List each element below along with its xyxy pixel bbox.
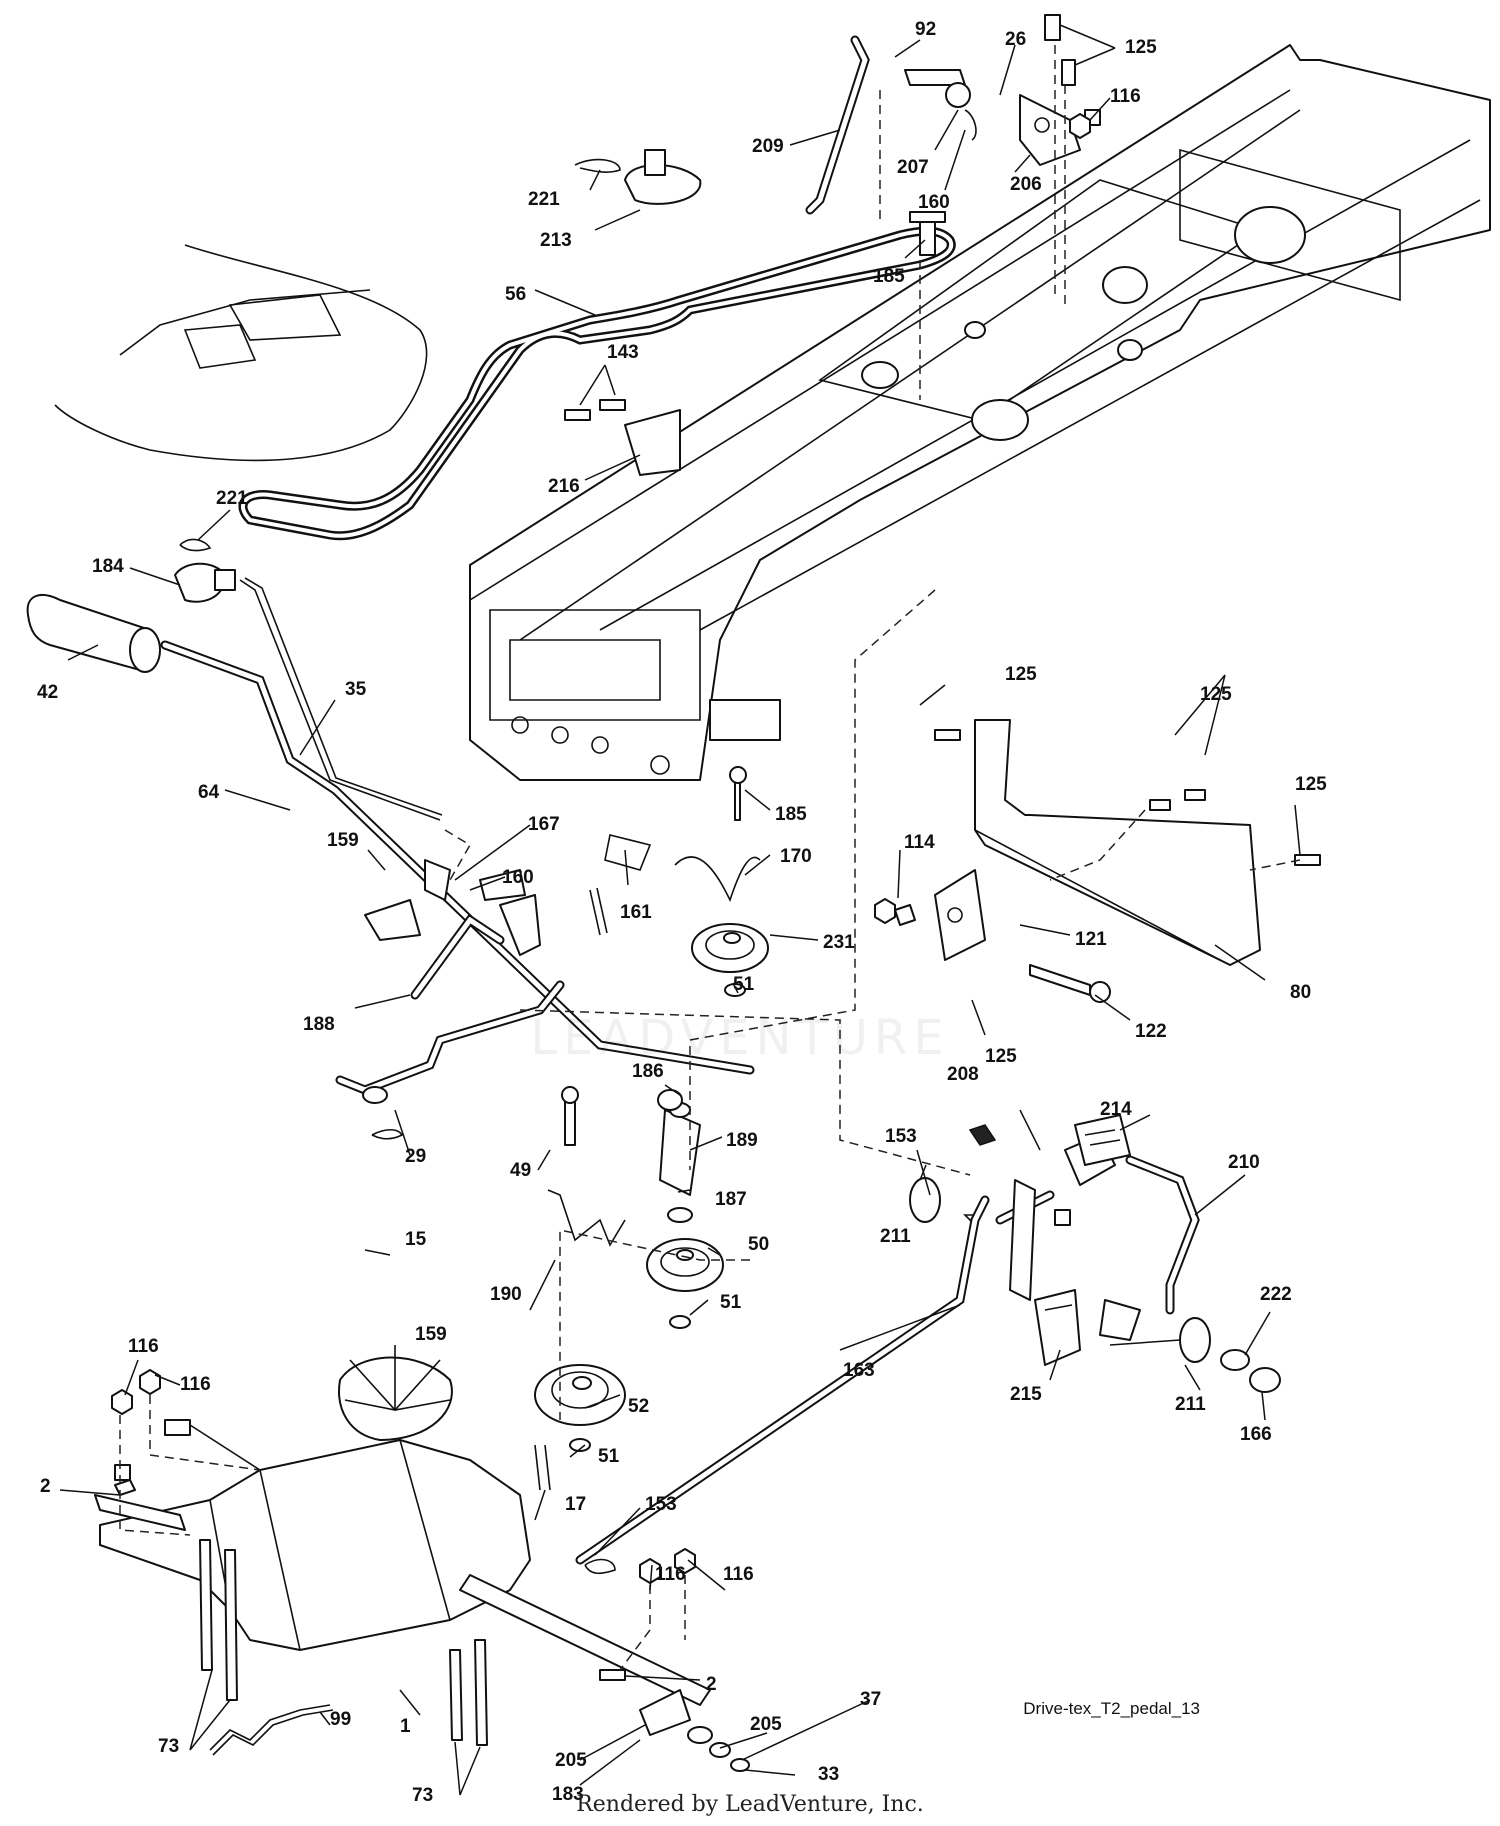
- label-64: 64: [198, 782, 220, 803]
- label-56: 56: [505, 284, 526, 305]
- label-167: 167: [528, 814, 560, 835]
- label-231: 231: [823, 932, 855, 953]
- label-166: 166: [1240, 1424, 1272, 1445]
- label-50: 50: [748, 1234, 769, 1255]
- label-205-b: 205: [555, 1750, 587, 1771]
- label-125-b: 125: [1005, 664, 1037, 685]
- label-1: 1: [400, 1716, 411, 1737]
- label-51-c: 51: [598, 1446, 620, 1467]
- label-207: 207: [897, 157, 929, 178]
- label-160: 160: [918, 192, 950, 213]
- label-51: 51: [733, 974, 755, 995]
- label-99: 99: [330, 1709, 351, 1730]
- label-163: 163: [843, 1360, 875, 1381]
- label-216: 216: [548, 476, 580, 497]
- label-51-b: 51: [720, 1292, 742, 1313]
- label-160-mid: 160: [502, 867, 534, 888]
- watermark: LEADVENTURE: [530, 1010, 950, 1066]
- label-122: 122: [1135, 1021, 1167, 1042]
- label-222: 222: [1260, 1284, 1292, 1305]
- label-116-e: 116: [723, 1564, 754, 1585]
- label-15: 15: [405, 1229, 427, 1250]
- label-2-b: 2: [706, 1674, 717, 1695]
- label-116-c: 116: [180, 1374, 211, 1395]
- label-159: 159: [327, 830, 359, 851]
- label-35: 35: [345, 679, 367, 700]
- label-208: 208: [947, 1064, 979, 1085]
- label-211-b: 211: [1175, 1394, 1206, 1415]
- label-159-b: 159: [415, 1324, 447, 1345]
- label-114: 114: [904, 832, 935, 853]
- part-labels: 92 26 125 116 209 207 206 160 185 221 21…: [37, 19, 1327, 1806]
- bracket-80-121: [894, 719, 1321, 1003]
- frame: [469, 44, 1491, 781]
- dashed-guides: [119, 45, 1301, 1671]
- label-186: 186: [632, 1061, 664, 1082]
- label-221: 221: [528, 189, 560, 210]
- label-161: 161: [620, 902, 652, 923]
- label-188: 188: [303, 1014, 335, 1035]
- mower-deck-outline: [54, 244, 428, 462]
- bracket-216: [564, 399, 681, 476]
- label-211: 211: [880, 1226, 911, 1247]
- knob-213: [574, 149, 702, 205]
- transaxle: [94, 1345, 750, 1772]
- label-189: 189: [726, 1130, 758, 1151]
- label-213: 213: [540, 230, 572, 251]
- label-205: 205: [750, 1714, 782, 1735]
- label-116: 116: [1110, 86, 1141, 107]
- idler-pulleys: [335, 766, 769, 1491]
- label-190: 190: [490, 1284, 522, 1305]
- pedal-assembly: [575, 1114, 1281, 1575]
- label-187: 187: [715, 1189, 747, 1210]
- label-185-mid: 185: [775, 804, 807, 825]
- leader-lines: [59, 24, 1301, 1796]
- label-121: 121: [1075, 929, 1107, 950]
- label-116-b: 116: [128, 1336, 159, 1357]
- label-2: 2: [40, 1476, 51, 1497]
- label-153-b: 153: [645, 1494, 677, 1515]
- label-52: 52: [628, 1396, 649, 1417]
- label-116-d: 116: [655, 1564, 686, 1585]
- label-183: 183: [552, 1784, 584, 1805]
- label-143: 143: [607, 342, 639, 363]
- label-125-d: 125: [1295, 774, 1327, 795]
- label-80: 80: [1290, 982, 1311, 1003]
- diagram-code: Drive-tex_T2_pedal_13: [1023, 1699, 1200, 1718]
- label-17: 17: [565, 1494, 586, 1515]
- label-209: 209: [752, 136, 784, 157]
- label-184: 184: [92, 556, 124, 577]
- label-214: 214: [1100, 1099, 1132, 1120]
- footer-credit: Rendered by LeadVenture, Inc.: [576, 1792, 924, 1817]
- label-49: 49: [510, 1160, 531, 1181]
- label-125: 125: [1125, 37, 1157, 58]
- label-37: 37: [860, 1689, 881, 1710]
- label-210: 210: [1228, 1152, 1260, 1173]
- label-73: 73: [158, 1736, 179, 1757]
- label-185: 185: [873, 266, 905, 287]
- label-42: 42: [37, 682, 58, 703]
- left-controls: [26, 538, 755, 1075]
- label-29: 29: [405, 1146, 426, 1167]
- label-221-left: 221: [216, 488, 248, 509]
- label-125-e: 125: [985, 1046, 1017, 1067]
- label-170: 170: [780, 846, 812, 867]
- nuts-116: [111, 113, 1091, 1584]
- label-73-b: 73: [412, 1785, 433, 1806]
- label-92: 92: [915, 19, 936, 40]
- label-33: 33: [818, 1764, 839, 1785]
- label-206: 206: [1010, 174, 1042, 195]
- label-26: 26: [1005, 29, 1026, 50]
- label-215: 215: [1010, 1384, 1042, 1405]
- label-125-c: 125: [1200, 684, 1232, 705]
- label-153: 153: [885, 1126, 917, 1147]
